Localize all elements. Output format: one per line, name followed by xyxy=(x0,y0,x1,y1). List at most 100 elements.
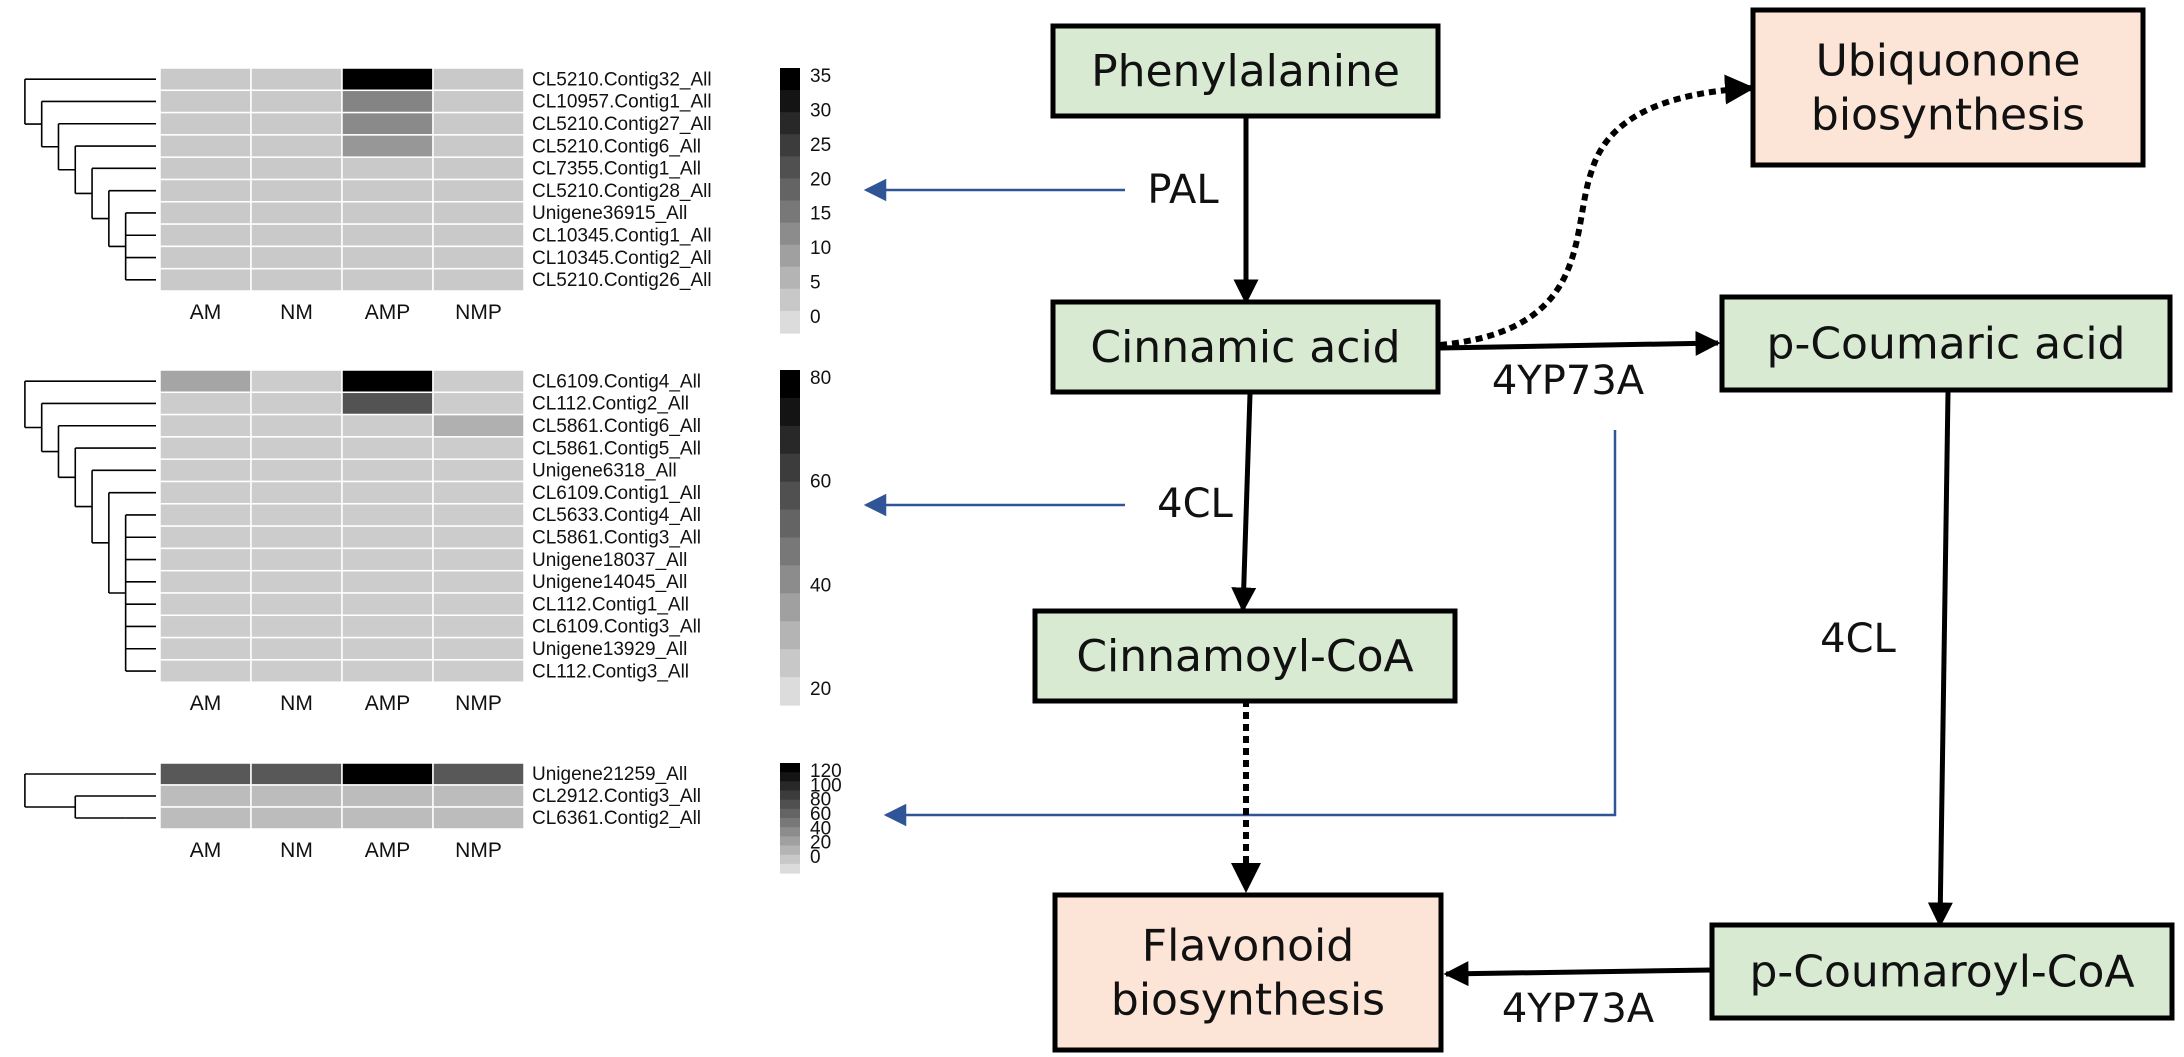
heatmap-pal: CL5210.Contig32_AllCL10957.Contig1_AllCL… xyxy=(24,66,831,334)
heatmap-cell xyxy=(341,369,434,394)
heatmap-cell xyxy=(159,569,252,594)
heatmap-cell xyxy=(341,134,434,158)
enzyme-label-4yp73a-bottom: 4YP73A xyxy=(1502,986,1655,1032)
heatmap-cell xyxy=(432,806,525,830)
heatmap-cell xyxy=(159,503,252,527)
colorbar-tick: 120 xyxy=(810,761,842,782)
heatmap-cell xyxy=(159,806,252,830)
heatmap-cell xyxy=(250,178,343,203)
gene-label: CL112.Contig1_All xyxy=(532,594,689,615)
heatmap-cell xyxy=(250,436,343,460)
colorbar-tick: 40 xyxy=(810,818,831,839)
heatmap-cell xyxy=(341,659,434,683)
heatmap-cell xyxy=(341,547,434,572)
column-label: AMP xyxy=(365,839,411,862)
enzyme-label-pal: PAL xyxy=(1147,167,1219,213)
colorbar-tick: 100 xyxy=(810,775,842,796)
enzyme-label-4cl-left: 4CL xyxy=(1157,481,1233,527)
heatmap-cell xyxy=(250,67,343,92)
heatmap-cell xyxy=(341,156,434,181)
heatmap-cell xyxy=(159,134,252,158)
heatmap-cell xyxy=(159,201,252,225)
heatmap-cell xyxy=(341,223,434,248)
node-phenylalanine: Phenylalanine xyxy=(1050,23,1441,119)
heatmap-cell xyxy=(432,413,525,438)
node-label: p-Coumaric acid xyxy=(1767,319,2126,370)
heatmap-cell xyxy=(159,369,252,394)
node-cinnamic-acid: Cinnamic acid xyxy=(1050,299,1441,395)
heatmap-cell xyxy=(250,413,343,438)
colorbar-step xyxy=(780,854,800,865)
gene-label: CL10345.Contig1_All xyxy=(532,225,712,246)
colorbar-tick: 5 xyxy=(810,273,821,294)
node-label: biosynthesis xyxy=(1811,90,2085,141)
gene-label: CL5210.Contig26_All xyxy=(532,270,712,291)
gene-label: Unigene14045_All xyxy=(532,572,687,593)
colorbar-step xyxy=(780,178,800,202)
heatmap-cell xyxy=(159,267,252,292)
heatmap-cell xyxy=(159,436,252,460)
heatmap-cell xyxy=(341,784,434,808)
heatmap-cell xyxy=(432,480,525,505)
colorbar-step xyxy=(780,222,800,246)
heatmap-cell xyxy=(432,762,525,786)
colorbar-step xyxy=(780,244,800,268)
column-label: NM xyxy=(280,839,313,862)
gene-label: CL112.Contig2_All xyxy=(532,394,689,415)
colorbar-step xyxy=(780,156,800,180)
heatmap-cell xyxy=(432,267,525,292)
enzyme-heatmap-links xyxy=(863,178,1617,827)
colorbar-tick: 60 xyxy=(810,472,831,493)
heatmap-cell xyxy=(341,89,434,114)
gene-label: CL5861.Contig6_All xyxy=(532,416,701,437)
heatmap-cell xyxy=(250,391,343,416)
gene-label: Unigene21259_All xyxy=(532,764,687,785)
column-label: AM xyxy=(190,301,222,324)
colorbar-step xyxy=(780,836,800,847)
heatmap-cell xyxy=(250,134,343,158)
heatmap-cell xyxy=(432,503,525,527)
arrow-cinnamic-to-cinnamoylcoa xyxy=(1231,393,1257,613)
colorbar-step xyxy=(780,90,800,113)
heatmap-cell xyxy=(341,806,434,830)
heatmap-cell xyxy=(250,525,343,550)
heatmap-cell xyxy=(341,436,434,460)
gene-label: CL6109.Contig4_All xyxy=(532,371,701,392)
heatmap-cell xyxy=(341,267,434,292)
colorbar-tick: 35 xyxy=(810,66,831,87)
heatmap-cell xyxy=(432,201,525,225)
node-cinnamoyl-coa: Cinnamoyl-CoA xyxy=(1032,608,1458,704)
heatmap-cell xyxy=(341,111,434,136)
heatmap-cell xyxy=(159,762,252,786)
heatmap-cell xyxy=(341,178,434,203)
heatmap-cell xyxy=(341,458,434,483)
node-label: Flavonoid xyxy=(1142,921,1354,972)
enzyme-label-4cl-right: 4CL xyxy=(1820,616,1896,662)
heatmap-cell xyxy=(250,762,343,786)
heatmap-cell xyxy=(341,391,434,416)
colorbar-step xyxy=(780,808,800,819)
gene-label: CL112.Contig3_All xyxy=(532,661,689,682)
colorbar-tick: 15 xyxy=(810,204,831,225)
heatmap-cell xyxy=(341,413,434,438)
heatmap-cell xyxy=(341,480,434,505)
gene-label: CL6109.Contig1_All xyxy=(532,483,701,504)
gene-label: CL7355.Contig1_All xyxy=(532,159,701,180)
heatmap-cell xyxy=(159,156,252,181)
heatmap-cell xyxy=(432,636,525,661)
heatmap-cell xyxy=(159,784,252,808)
gene-label: Unigene6318_All xyxy=(532,461,677,482)
heatmap-cell xyxy=(341,525,434,550)
heatmap-cell xyxy=(432,156,525,181)
colorbar-step xyxy=(780,310,800,334)
heatmap-cell xyxy=(341,503,434,527)
column-label: AMP xyxy=(365,692,411,715)
colorbar-tick: 60 xyxy=(810,804,831,825)
node-p-coumaric-acid: p-Coumaric acid xyxy=(1719,294,2173,393)
heatmap-cell xyxy=(432,111,525,136)
heatmap-cell xyxy=(159,525,252,550)
colorbar-tick: 40 xyxy=(810,575,831,596)
heatmap-cell xyxy=(159,178,252,203)
heatmap-cell xyxy=(250,806,343,830)
